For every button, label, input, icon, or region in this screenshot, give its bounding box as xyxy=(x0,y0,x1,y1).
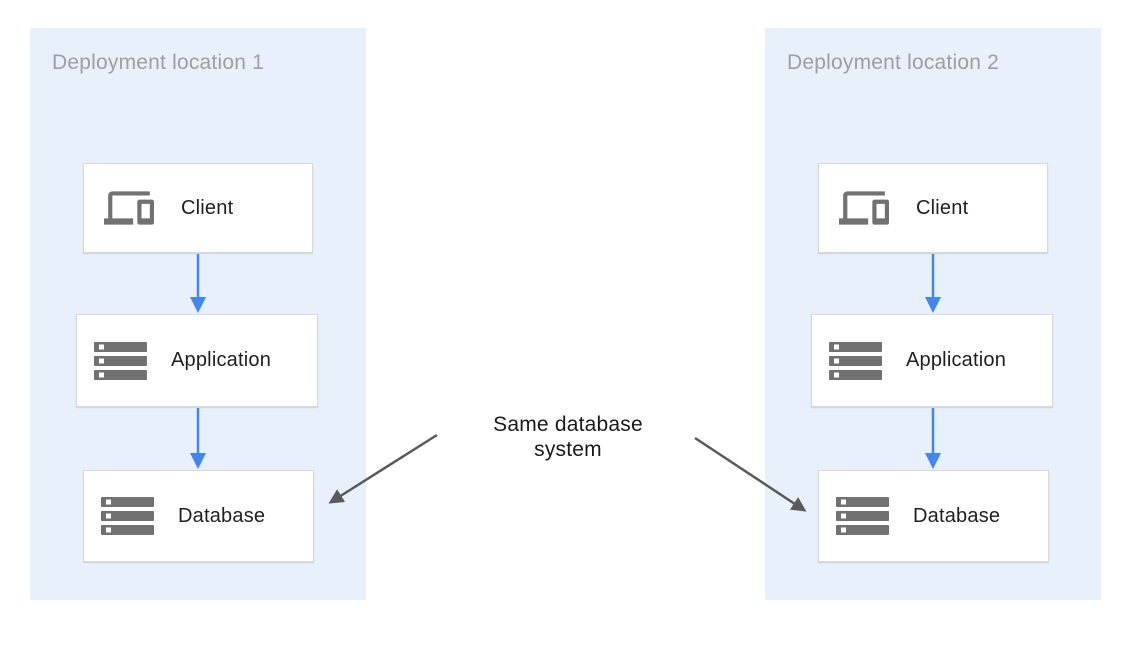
server-stack-icon xyxy=(94,341,147,380)
node-label: Database xyxy=(913,504,1001,527)
server-stack-icon xyxy=(836,497,889,535)
panel-title: Deployment location 1 xyxy=(52,51,264,74)
node-label: Application xyxy=(906,349,1007,371)
node-database: Database xyxy=(83,470,314,562)
server-stack-icon xyxy=(101,497,154,535)
node-label: Client xyxy=(181,196,234,219)
node-client: Client xyxy=(818,163,1048,253)
node-label: Application xyxy=(171,349,272,371)
node-application: Application xyxy=(811,314,1053,407)
node-database: Database xyxy=(818,470,1049,562)
node-client: Client xyxy=(83,163,313,253)
devices-icon xyxy=(101,183,157,233)
node-label: Database xyxy=(178,504,266,527)
deployment-panel-2: Deployment location 2 Client xyxy=(765,28,1101,600)
annotation-same-database-system: Same database system xyxy=(493,413,643,461)
node-application: Application xyxy=(76,314,318,407)
devices-icon xyxy=(836,183,892,233)
deployment-panel-1: Deployment location 1 Client xyxy=(30,28,366,600)
panel-title: Deployment location 2 xyxy=(787,51,999,74)
node-label: Client xyxy=(916,196,969,219)
server-stack-icon xyxy=(829,341,882,380)
